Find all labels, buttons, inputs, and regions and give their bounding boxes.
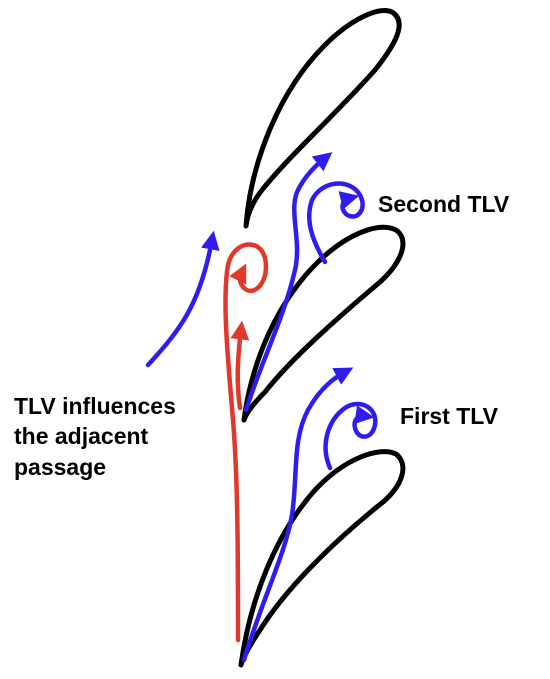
label-tlv-influence-line3: passage [14, 454, 106, 480]
red-inner-arrow [230, 320, 250, 411]
label-second-tlv: Second TLV [378, 191, 510, 217]
flow-line-second-passage [243, 152, 333, 413]
blade-top [243, 8, 402, 229]
blade-bottom [238, 449, 406, 668]
label-first-tlv: First TLV [400, 403, 499, 429]
red-flow-line [223, 242, 269, 643]
label-tlv-influence-line1: TLV influences [14, 393, 176, 419]
label-tlv-influence-line2: the adjacent [14, 423, 149, 449]
first-tlv-vortex [323, 401, 378, 471]
second-tlv-vortex [307, 181, 365, 265]
flow-line-left-inlet [145, 230, 220, 368]
flow-line-first-passage [241, 367, 354, 663]
